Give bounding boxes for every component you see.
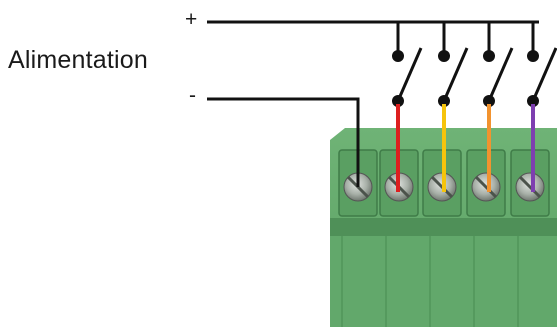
plus-label: +: [185, 8, 198, 31]
terminal-4: [510, 149, 550, 217]
switch-1: [392, 47, 423, 107]
switch-lever: [487, 47, 514, 102]
power-supply-label: Alimentation: [8, 46, 148, 74]
terminal-block-ridge: [330, 218, 557, 236]
switch-lever: [442, 47, 469, 102]
switch-lever: [396, 47, 423, 102]
switch-contact-top: [527, 50, 539, 62]
terminal-block: [330, 128, 557, 327]
switch-lever: [531, 47, 557, 102]
minus-rail: [207, 97, 360, 187]
signal-wires: [396, 104, 535, 192]
switch-contact-top: [438, 50, 450, 62]
terminal-3: [466, 149, 506, 217]
screw-slot: [518, 175, 542, 199]
minus-wire: [207, 97, 360, 187]
switch-contact-top: [483, 50, 495, 62]
switch-3: [483, 47, 514, 107]
screw-slot: [474, 175, 498, 199]
minus-label: -: [189, 84, 196, 107]
switch-2: [438, 47, 469, 107]
plus-rail: [207, 20, 539, 54]
switch-contact-top: [392, 50, 404, 62]
switch-4: [527, 47, 557, 107]
terminal-block-base: [330, 236, 557, 327]
